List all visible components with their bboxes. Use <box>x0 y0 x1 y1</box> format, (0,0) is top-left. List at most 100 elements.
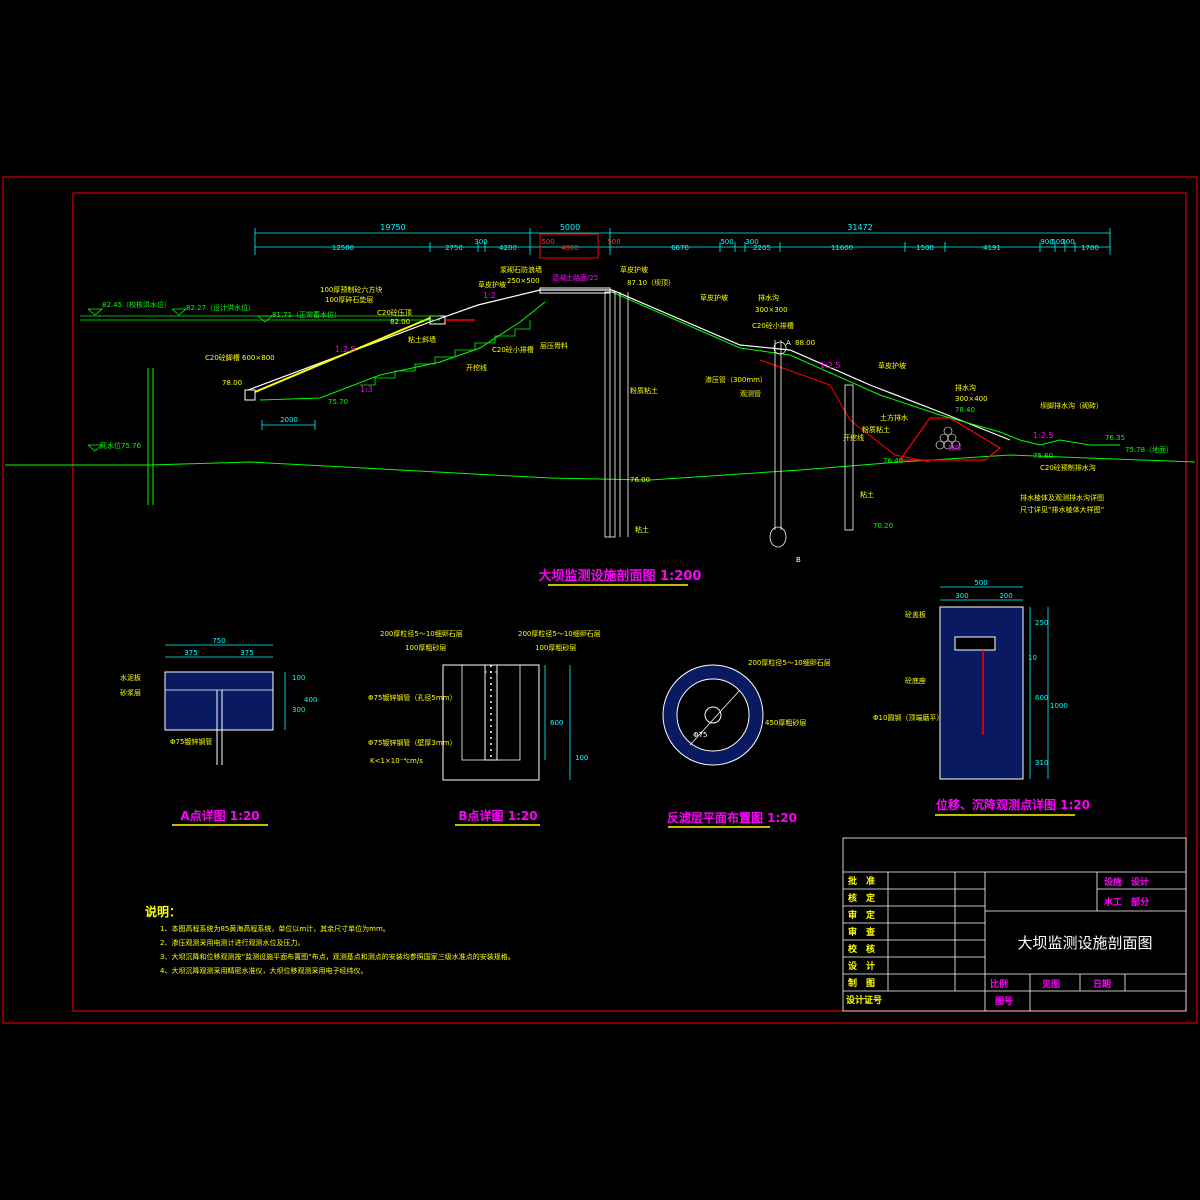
seepage-line <box>759 359 931 463</box>
marker-dim3: 1000 <box>1050 702 1068 710</box>
svg-text:2205: 2205 <box>753 244 771 252</box>
detail-a-h2: 300 <box>292 706 305 714</box>
ground-line <box>5 454 1196 481</box>
svg-text:审 定: 审 定 <box>848 909 876 921</box>
svg-text:排水棱体及观测排水沟详图: 排水棱体及观测排水沟详图 <box>1020 493 1104 502</box>
svg-text:76.40: 76.40 <box>883 457 903 465</box>
filter-plan <box>662 664 764 766</box>
svg-text:87.10（坝顶）: 87.10（坝顶） <box>627 278 675 287</box>
detail-a-half-left: 375 <box>184 649 197 657</box>
svg-text:B: B <box>796 556 801 564</box>
note-1: 1、本图高程系统为85黄海高程系统，单位以m计，其余尺寸单位为mm。 <box>160 924 390 933</box>
svg-text:100厚预制砼六方块: 100厚预制砼六方块 <box>320 285 382 294</box>
detail-b-label-sand-right: 100厚粗砂层 <box>535 643 576 652</box>
detail-a-title: A点详图 1:20 <box>180 808 259 823</box>
title-block-no: 图号 <box>995 996 1013 1007</box>
svg-text:开挖线: 开挖线 <box>843 433 864 442</box>
marker-width: 500 <box>974 579 987 587</box>
toe-dimension <box>261 420 316 430</box>
svg-text:审 查: 审 查 <box>848 926 876 938</box>
svg-text:2750: 2750 <box>445 244 463 252</box>
note-2: 2、渗压观测采用电测计进行观测水位及压力。 <box>160 938 304 947</box>
water-level-dead: 死水位75.76 <box>100 441 142 450</box>
detail-a-label2: 砂浆层 <box>120 688 141 697</box>
detail-a-label1: 水泥板 <box>120 673 141 682</box>
svg-text:C20砼小排槽: C20砼小排槽 <box>492 345 534 354</box>
crest-road <box>539 287 611 294</box>
note-4: 4、大坝沉降观测采用精密水准仪，大坝位移观测采用电子经纬仪。 <box>160 966 367 975</box>
svg-text:500: 500 <box>607 238 620 246</box>
svg-text:核 定: 核 定 <box>848 892 876 904</box>
svg-text:尺寸详见“排水棱体大样图”: 尺寸详见“排水棱体大样图” <box>1020 505 1104 514</box>
detail-b-label-pipe2: Φ75镀锌钢管（壁厚3mm） <box>368 738 457 747</box>
excavation-line <box>259 301 546 401</box>
marker-dim2: 310 <box>1035 759 1048 767</box>
water-level-check: 82.45（校核洪水位） <box>102 300 171 309</box>
svg-text:开挖线: 开挖线 <box>466 363 487 372</box>
svg-text:排水沟: 排水沟 <box>758 293 779 302</box>
water-markers <box>80 308 440 452</box>
svg-text:75.70: 75.70 <box>328 398 348 406</box>
svg-text:校 核: 校 核 <box>848 943 875 955</box>
filter-title: 反滤层平面布置图 1:20 <box>667 810 797 825</box>
svg-text:混凝土路面/25: 混凝土路面/25 <box>552 273 598 282</box>
marker-detail <box>939 586 1049 780</box>
svg-text:1:2: 1:2 <box>483 291 496 300</box>
detail-b-label-top-left: 200厚粒径5～10细卵石层 <box>380 629 463 638</box>
svg-text:制 图: 制 图 <box>848 977 875 989</box>
svg-text:75.60: 75.60 <box>1033 452 1053 460</box>
detail-b-label-pipe1: Φ75镀锌钢管（孔径5mm） <box>368 693 457 702</box>
svg-text:11600: 11600 <box>831 244 853 252</box>
svg-text:82.00: 82.00 <box>390 318 410 326</box>
svg-text:500: 500 <box>720 238 733 246</box>
note-3: 3、大坝沉降和位移观测按“监测设施平面布置图”布点，观测基点和测点的安装均参照国… <box>160 952 515 961</box>
right-slope-inner <box>611 291 941 416</box>
svg-text:A: A <box>786 339 791 347</box>
detail-b-label-sand-left: 100厚粗砂层 <box>405 643 446 652</box>
svg-text:300: 300 <box>745 238 758 246</box>
detail-b <box>442 664 571 781</box>
prism-outline <box>899 417 1002 461</box>
svg-text:78.00: 78.00 <box>222 379 242 387</box>
svg-text:草皮护坡: 草皮护坡 <box>700 293 728 302</box>
right-drain <box>939 414 1120 446</box>
detail-a <box>164 644 286 765</box>
svg-text:12500: 12500 <box>332 244 354 252</box>
svg-text:批 准: 批 准 <box>848 875 875 887</box>
svg-text:900: 900 <box>1040 238 1053 246</box>
prism-rubble <box>935 426 961 450</box>
svg-text:88.00: 88.00 <box>795 339 815 347</box>
svg-text:设 计: 设 计 <box>848 960 875 972</box>
svg-text:4200: 4200 <box>499 244 517 252</box>
notes-title: 说明： <box>145 904 181 919</box>
svg-text:浆砌石防浪墙: 浆砌石防浪墙 <box>500 265 542 274</box>
dim-top-left: 19750 <box>380 223 405 232</box>
detail-b-dim1: 600 <box>550 719 563 727</box>
title-block-dept: 水工 部分 <box>1104 896 1149 908</box>
svg-text:观测管: 观测管 <box>740 389 761 398</box>
marker-label1: 砼盖板 <box>905 610 926 619</box>
svg-text:草皮护坡: 草皮护坡 <box>620 265 648 274</box>
svg-text:C20砼小排槽: C20砼小排槽 <box>752 321 794 330</box>
svg-text:C20砼预制排水沟: C20砼预制排水沟 <box>1040 463 1096 472</box>
svg-text:设计证号: 设计证号 <box>846 994 882 1006</box>
water-level-design: 82.27（设计洪水位） <box>186 303 255 312</box>
filter-label1: 200厚粒径5～10细卵石层 <box>748 658 831 667</box>
svg-text:300: 300 <box>474 238 487 246</box>
svg-text:250×500: 250×500 <box>507 277 540 285</box>
svg-text:排水沟: 排水沟 <box>955 383 976 392</box>
marker-half-left: 300 <box>955 592 968 600</box>
dim-top-right: 31472 <box>847 223 872 232</box>
marker-dim0: 250 <box>1035 619 1048 627</box>
marker-dim1: 600 <box>1035 694 1048 702</box>
crest-dimension-highlight <box>539 233 599 259</box>
svg-text:坝脚排水沟（砌砖）: 坝脚排水沟（砌砖） <box>1040 401 1103 410</box>
svg-text:6676: 6676 <box>671 244 689 252</box>
svg-text:70.20: 70.20 <box>873 522 893 530</box>
detail-a-h1: 100 <box>292 674 305 682</box>
water-level-normal: 81.71（正常蓄水位） <box>272 310 341 319</box>
svg-text:1:2.5: 1:2.5 <box>335 345 356 354</box>
svg-text:草皮护坡: 草皮护坡 <box>878 361 906 370</box>
title-block-view: 见图 <box>1042 979 1060 990</box>
right-wall <box>844 384 854 531</box>
